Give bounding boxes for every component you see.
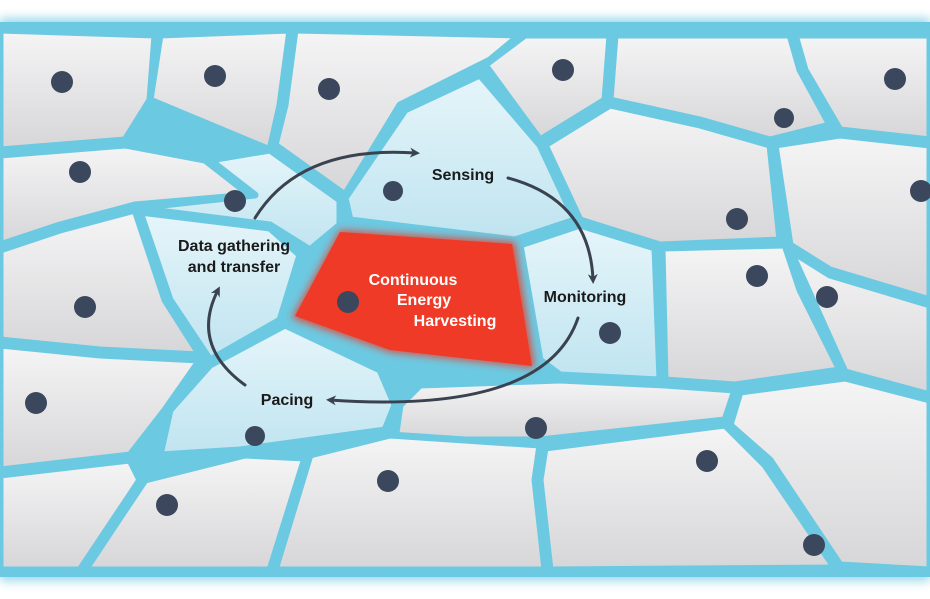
nucleus bbox=[726, 208, 748, 230]
center-label-line2: Energy bbox=[397, 292, 451, 309]
nucleus bbox=[910, 180, 930, 202]
cell bbox=[536, 421, 839, 574]
cell bbox=[271, 431, 549, 574]
cell bbox=[136, 208, 304, 364]
cell bbox=[0, 26, 159, 154]
nucleus bbox=[377, 470, 399, 492]
arrow-to-monitoring bbox=[506, 176, 598, 284]
nucleus bbox=[318, 78, 340, 100]
center-label-line1: Continuous bbox=[369, 272, 458, 289]
cell bbox=[481, 31, 614, 144]
label-monitoring: Monitoring bbox=[544, 289, 627, 306]
nucleus bbox=[69, 161, 91, 183]
cycle-arrows bbox=[207, 147, 598, 406]
cell bbox=[0, 206, 204, 359]
label-pacing: Pacing bbox=[261, 392, 313, 409]
nucleus bbox=[696, 450, 718, 472]
arrow-to-data bbox=[207, 286, 247, 387]
label-data-line2: and transfer bbox=[188, 259, 280, 276]
cell-group bbox=[0, 26, 930, 574]
cell bbox=[146, 26, 294, 154]
nucleus bbox=[599, 322, 621, 344]
cell bbox=[541, 101, 784, 249]
cell bbox=[791, 31, 930, 144]
cell bbox=[156, 321, 399, 459]
nucleus bbox=[383, 181, 403, 201]
nuclei bbox=[25, 59, 930, 556]
cell bbox=[771, 131, 930, 304]
arrow-to-sensing bbox=[253, 147, 420, 220]
nucleus bbox=[774, 108, 794, 128]
nucleus bbox=[25, 392, 47, 414]
nucleus bbox=[224, 190, 246, 212]
nucleus bbox=[337, 291, 359, 313]
nucleus bbox=[245, 426, 265, 446]
cell bbox=[81, 451, 309, 574]
cell bbox=[658, 241, 844, 389]
cell bbox=[516, 221, 664, 384]
cell bbox=[0, 456, 144, 574]
cell bbox=[726, 374, 930, 574]
label-sensing: Sensing bbox=[432, 167, 494, 184]
arrow-to-pacing bbox=[326, 316, 580, 406]
cell bbox=[0, 341, 204, 474]
energy-cell bbox=[295, 232, 532, 366]
label-data-line1: Data gathering bbox=[178, 238, 290, 255]
cell bbox=[341, 71, 579, 244]
center-label-line3: Harvesting bbox=[414, 313, 497, 330]
nucleus bbox=[51, 71, 73, 93]
nucleus bbox=[884, 68, 906, 90]
nucleus bbox=[816, 286, 838, 308]
nucleus bbox=[74, 296, 96, 318]
nucleus bbox=[803, 534, 825, 556]
nucleus bbox=[204, 65, 226, 87]
nucleus bbox=[552, 59, 574, 81]
nucleus bbox=[156, 494, 178, 516]
nucleus bbox=[525, 417, 547, 439]
nucleus bbox=[746, 265, 768, 287]
